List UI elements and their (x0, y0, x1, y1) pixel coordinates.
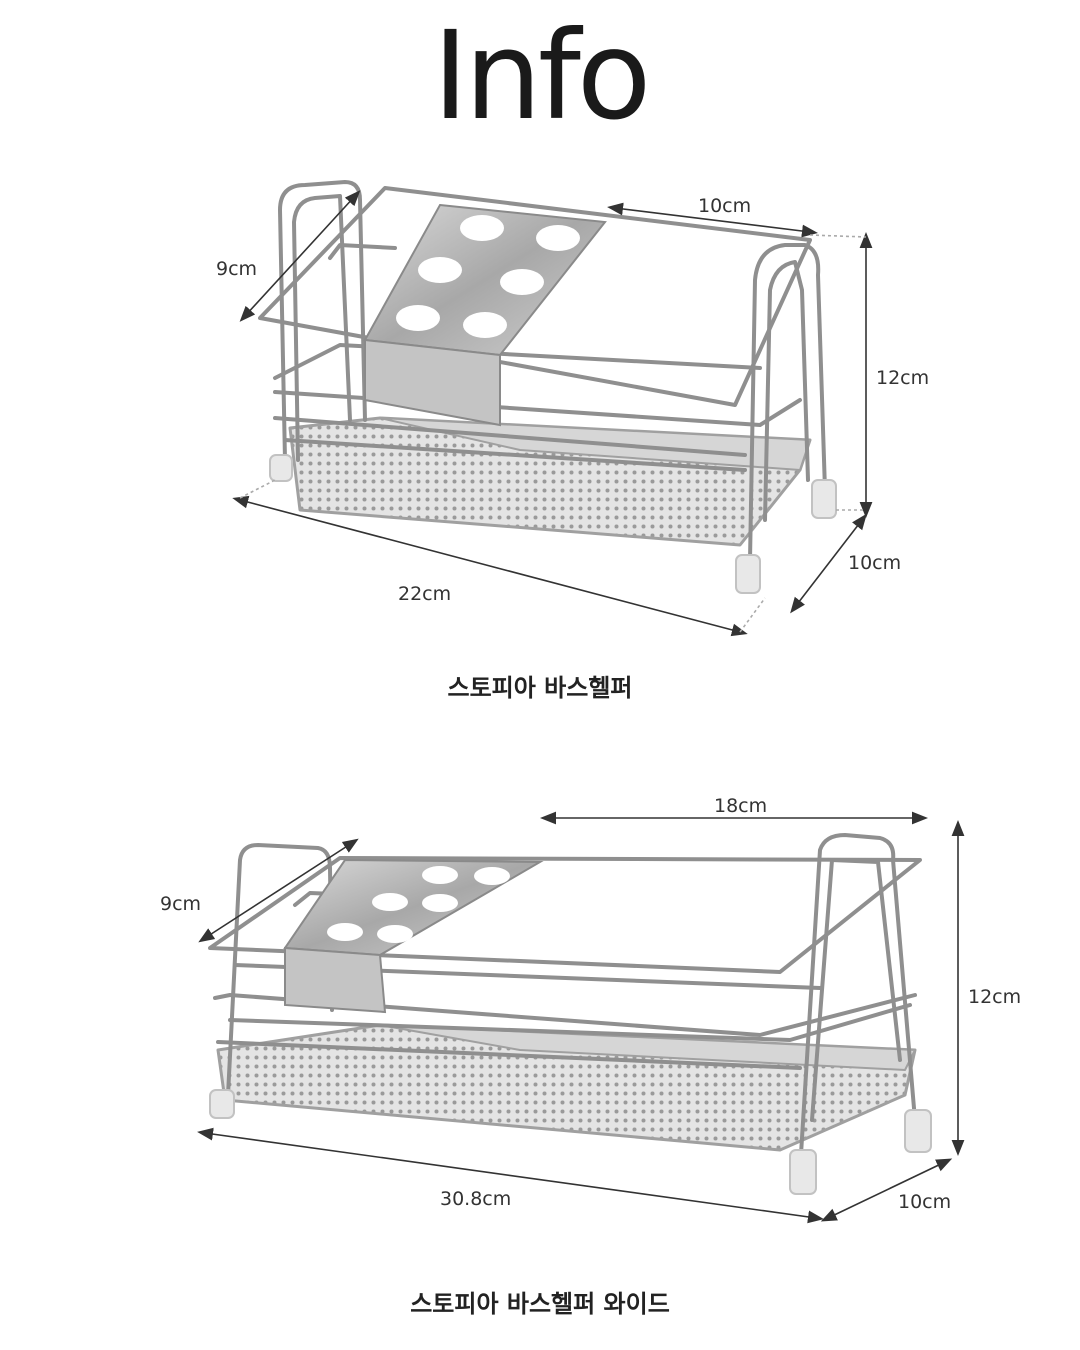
dimension-lines-wide (197, 811, 965, 1224)
rack-image-wide (208, 833, 932, 1195)
dim-top-width-2: 18cm (714, 795, 767, 817)
dim-length-2: 30.8cm (440, 1188, 511, 1210)
dim-top-width-1: 10cm (698, 195, 751, 217)
toothbrush-plate-wide (283, 858, 544, 1014)
dim-height-2: 12cm (968, 986, 1021, 1008)
dim-height-1: 12cm (876, 367, 929, 389)
dim-length-1: 22cm (398, 583, 451, 605)
dim-depth-2: 10cm (898, 1191, 951, 1213)
page-title: Info (432, 5, 652, 147)
dim-depth-top-2: 9cm (160, 893, 201, 915)
dim-depth-top-1: 9cm (216, 258, 257, 280)
dimension-lines-small (232, 190, 873, 637)
toothbrush-plate-small (363, 203, 607, 427)
product-name-2: 스토피아 바스헬퍼 와이드 (410, 1290, 670, 1318)
product-name-1: 스토피아 바스헬퍼 (447, 674, 633, 702)
dim-depth-1: 10cm (848, 552, 901, 574)
